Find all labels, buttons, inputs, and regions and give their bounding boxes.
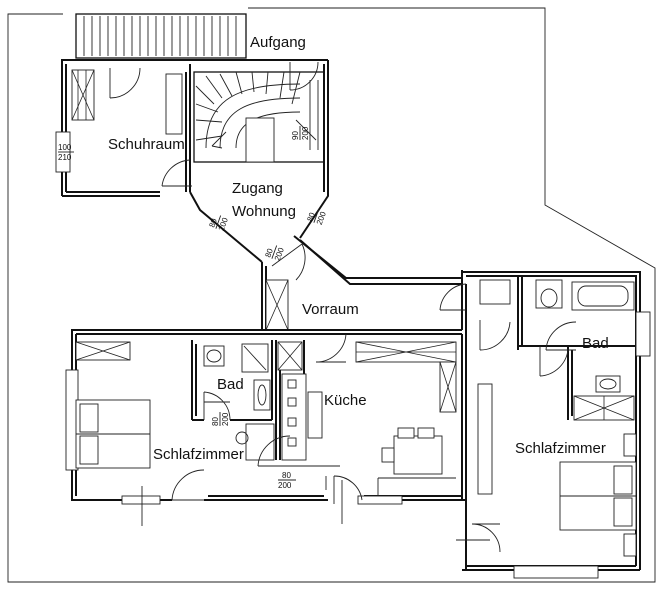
label-schuhraum: Schuhraum	[108, 136, 185, 153]
schuhraum-door-2	[161, 159, 192, 187]
vorraum-walls	[261, 262, 467, 331]
label-bad-right: Bad	[582, 335, 609, 352]
schuhraum-walls	[55, 59, 328, 197]
schuhraum-door	[109, 67, 141, 99]
kueche-fixtures	[235, 340, 340, 490]
vorraum-door-right	[439, 283, 467, 311]
stair-door	[289, 61, 319, 141]
label-aufgang: Aufgang	[250, 34, 306, 51]
dim-bad-door: 80 200	[211, 412, 230, 426]
label-schlafzimmer-left: Schlafzimmer	[153, 446, 244, 463]
dim-schuhraum-w-bottom: 210	[58, 153, 72, 162]
staircase	[193, 71, 325, 163]
dim-schuhraum-window: 100 210	[58, 143, 74, 162]
stair-railing	[75, 13, 247, 59]
bed-right	[559, 433, 637, 557]
dim-zugang-door-c: 80 200	[263, 245, 286, 262]
label-schlafzimmer-right: Schlafzimmer	[515, 440, 606, 457]
zugang-door	[271, 243, 306, 281]
dim-schuhraum-w-top: 100	[58, 143, 72, 152]
dim-kueche-door-bottom: 200	[278, 481, 292, 490]
kueche-lower-door	[333, 475, 363, 524]
wardrobe-right	[477, 383, 493, 495]
zugang-walls	[189, 60, 462, 285]
dim-stair-door-top: 90	[291, 131, 300, 140]
dim-bad-door-bottom: 200	[221, 412, 230, 426]
bad-left-walls	[191, 340, 273, 421]
dim-kueche-door: 80 200	[278, 471, 296, 490]
schlafzimmer-right-door	[456, 320, 511, 553]
schlafzimmer-left-door	[141, 469, 205, 526]
dim-zugang-a-top: 80	[207, 217, 219, 229]
kueche-counter	[355, 341, 457, 413]
label-kueche: Küche	[324, 392, 367, 409]
outer-boundary	[7, 7, 656, 583]
dim-bad-door-top: 80	[211, 417, 220, 426]
bad-left-door	[203, 391, 231, 421]
bad-right-door	[539, 321, 577, 377]
label-wohnung: Wohnung	[232, 203, 296, 220]
dim-zugang-b-top: 80	[305, 211, 317, 223]
main-apartment-walls	[65, 329, 467, 505]
bed-left	[75, 399, 151, 469]
dim-zugang-a-bottom: 200	[217, 216, 230, 232]
dim-stair-door: 90 200	[291, 126, 310, 140]
label-bad-left: Bad	[217, 376, 244, 393]
kueche-door	[257, 435, 291, 467]
dim-stair-door-bottom: 200	[301, 126, 310, 140]
dim-zugang-b-bottom: 200	[315, 210, 328, 226]
vorraum-door-left	[315, 333, 347, 363]
dim-zugang-c-bottom: 200	[273, 246, 286, 262]
dim-zugang-c-top: 80	[263, 247, 275, 259]
label-zugang: Zugang	[232, 180, 283, 197]
dining-table	[377, 427, 456, 496]
dim-zugang-door-a: 80 200	[207, 215, 230, 232]
dim-zugang-door-b: 80 200	[305, 209, 328, 226]
label-vorraum: Vorraum	[302, 301, 359, 318]
dim-kueche-door-top: 80	[282, 471, 291, 480]
bad-right-fixtures	[479, 279, 635, 421]
